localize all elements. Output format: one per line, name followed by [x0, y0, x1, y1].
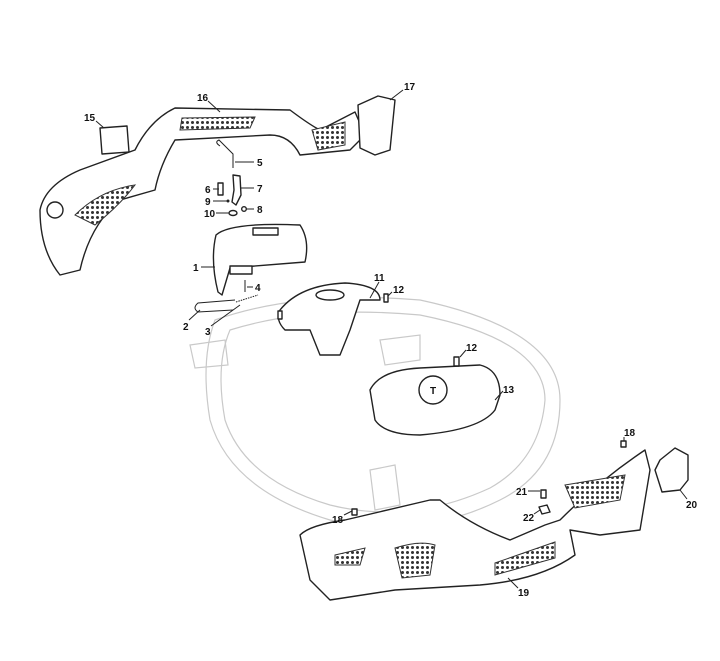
callout-9: 9 — [205, 197, 211, 208]
screw-18-a — [620, 440, 627, 448]
screw-18-b — [351, 508, 358, 516]
part-11-center-cover — [277, 282, 381, 356]
callout-19: 19 — [518, 588, 530, 599]
callout-3: 3 — [205, 327, 211, 338]
latch-hardware — [216, 139, 247, 217]
callout-2: 2 — [183, 322, 189, 333]
callout-12-b: 12 — [466, 343, 478, 354]
callout-6: 6 — [205, 185, 211, 196]
brand-logo-mark: T — [430, 386, 436, 397]
leader-lines — [95, 89, 688, 589]
callout-18-a: 18 — [624, 428, 636, 439]
callout-11: 11 — [374, 273, 385, 284]
part-3-spring — [235, 294, 259, 303]
callouts: 15 16 17 5 6 7 9 8 10 1 4 11 12 2 3 12 1… — [84, 82, 698, 599]
callout-4: 4 — [255, 283, 261, 294]
mower-deck-ghost — [189, 296, 561, 528]
callout-5: 5 — [257, 158, 263, 169]
clip-22 — [538, 504, 551, 515]
part-15-label — [99, 125, 130, 155]
part-13-motor-cover: T — [369, 364, 501, 436]
part-16-rear-left-cover — [39, 107, 366, 276]
part-1-rear-flap — [212, 223, 308, 296]
callout-22: 22 — [523, 513, 535, 524]
part-19-front-cover — [299, 449, 651, 601]
screw-11-side — [277, 310, 283, 320]
callout-15: 15 — [84, 113, 96, 124]
screw-21 — [540, 489, 547, 499]
callout-1: 1 — [193, 263, 199, 274]
callout-16: 16 — [197, 93, 209, 104]
screw-12-b — [453, 356, 460, 367]
callout-7: 7 — [257, 184, 263, 195]
part-20-bracket — [654, 447, 689, 493]
part-2-rod — [194, 299, 236, 313]
callout-8: 8 — [257, 205, 263, 216]
callout-10: 10 — [204, 209, 216, 220]
part-17-bracket — [357, 95, 396, 156]
callout-18-b: 18 — [332, 515, 344, 526]
callout-21: 21 — [516, 487, 528, 498]
callout-12-a: 12 — [393, 285, 405, 296]
callout-17: 17 — [404, 82, 416, 93]
callout-13: 13 — [503, 385, 515, 396]
callout-20: 20 — [686, 500, 698, 511]
screw-12-a — [383, 293, 389, 303]
